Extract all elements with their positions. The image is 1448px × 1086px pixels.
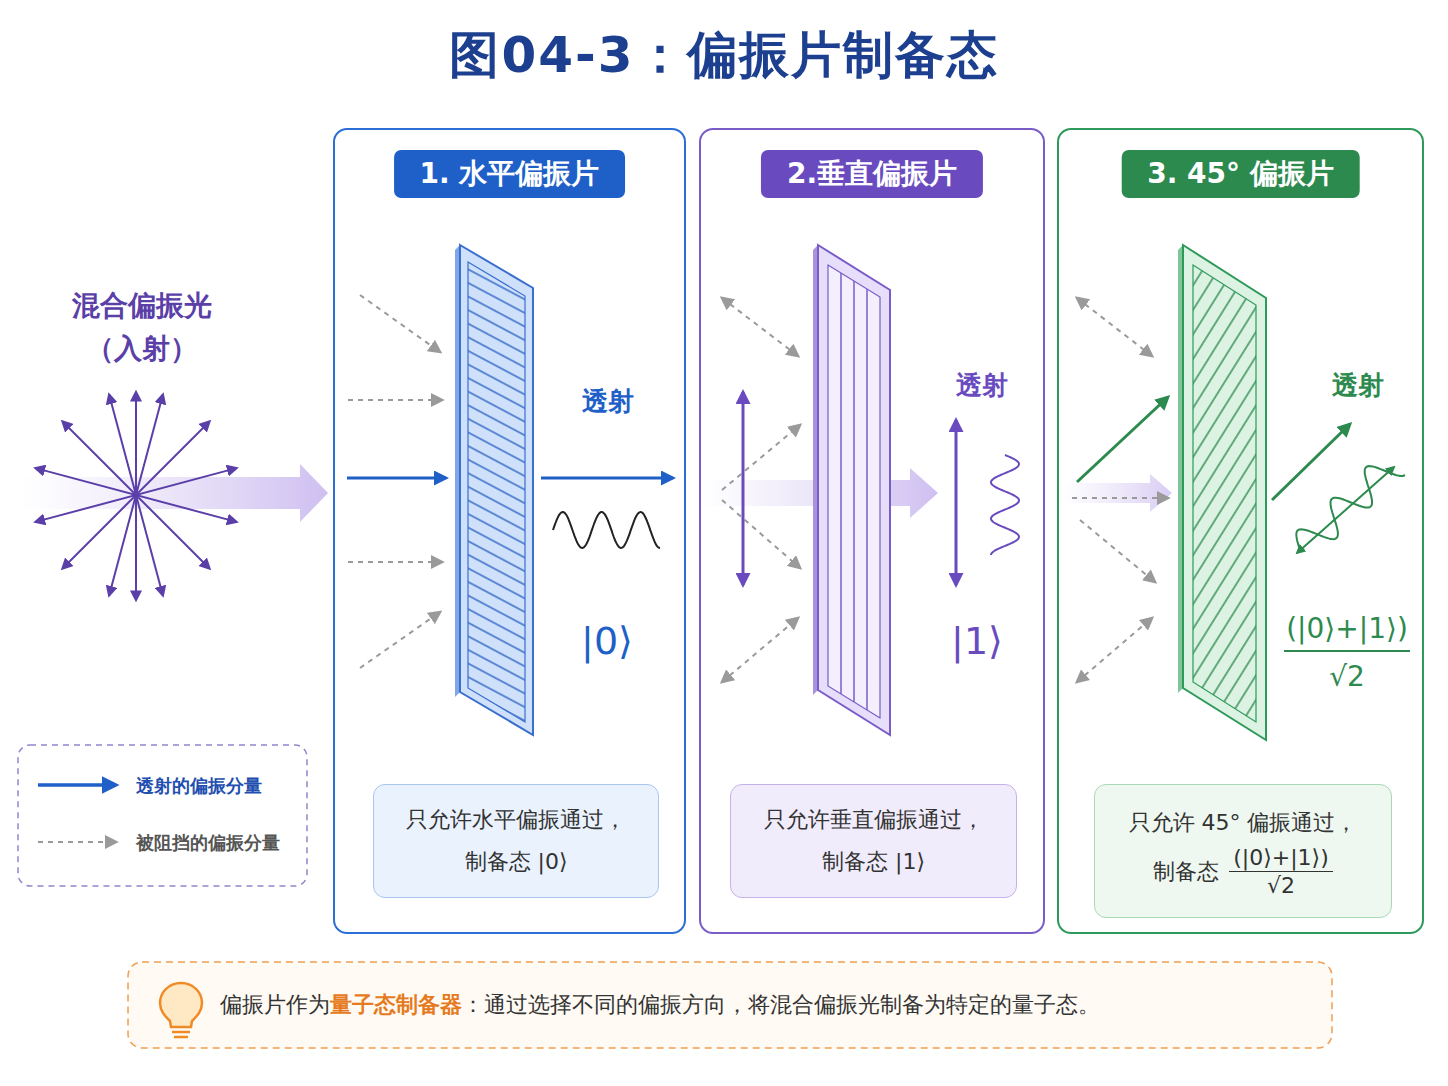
figure-label: |1⟩ bbox=[951, 619, 1003, 663]
state-fraction: (|0⟩+|1⟩)√2 bbox=[1229, 844, 1333, 900]
figure-label: 透射 bbox=[582, 384, 634, 419]
note-text: ：通过选择不同的偏振方向，将混合偏振光制备为特定的量子态。 bbox=[462, 990, 1100, 1020]
description-text: 制备态 bbox=[1153, 851, 1219, 893]
note-box: 偏振片作为量子态制备器：通过选择不同的偏振方向，将混合偏振光制备为特定的量子态。 bbox=[128, 962, 1332, 1048]
description-text: 只允许垂直偏振通过， bbox=[764, 799, 984, 841]
figure-label: 透射 bbox=[1332, 368, 1384, 403]
description-box: 只允许 45° 偏振通过，制备态(|0⟩+|1⟩)√2 bbox=[1094, 784, 1392, 918]
fraction-denominator: √2 bbox=[1267, 872, 1295, 900]
description-text: 制备态 |0⟩ bbox=[465, 841, 568, 883]
figure-label: (|0⟩+|1⟩) bbox=[1286, 612, 1408, 645]
description-text: 制备态 |1⟩ bbox=[822, 841, 925, 883]
figure-label: （入射） bbox=[86, 330, 198, 368]
fraction-numerator: (|0⟩+|1⟩) bbox=[1229, 844, 1333, 873]
diagram-title: 图04-3：偏振片制备态 bbox=[0, 22, 1448, 89]
polarization-arrow bbox=[135, 392, 137, 600]
panel-heading: 3. 45° 偏振片 bbox=[1121, 150, 1360, 198]
description-box: 只允许垂直偏振通过，制备态 |1⟩ bbox=[730, 784, 1017, 898]
description-box: 只允许水平偏振通过，制备态 |0⟩ bbox=[373, 784, 659, 898]
panel-heading: 2.垂直偏振片 bbox=[761, 150, 983, 198]
legend-text: 透射的偏振分量 bbox=[136, 774, 262, 798]
figure-label: √2 bbox=[1329, 660, 1365, 693]
figure-label: |0⟩ bbox=[581, 619, 633, 663]
polarizer-panel: 1. 水平偏振片只允许水平偏振通过，制备态 |0⟩ bbox=[333, 128, 686, 934]
figure-label: 混合偏振光 bbox=[72, 287, 212, 325]
legend-text: 被阻挡的偏振分量 bbox=[136, 831, 280, 855]
note-text: 量子态制备器 bbox=[330, 990, 462, 1020]
description-text: 只允许 45° 偏振通过， bbox=[1129, 802, 1358, 844]
description-text: 只允许水平偏振通过， bbox=[406, 799, 626, 841]
panel-heading: 1. 水平偏振片 bbox=[394, 150, 626, 198]
polarizer-panel: 2.垂直偏振片只允许垂直偏振通过，制备态 |1⟩ bbox=[699, 128, 1045, 934]
polarizer-panel: 3. 45° 偏振片只允许 45° 偏振通过，制备态(|0⟩+|1⟩)√2 bbox=[1057, 128, 1424, 934]
state-row: 制备态(|0⟩+|1⟩)√2 bbox=[1153, 844, 1333, 900]
note-text: 偏振片作为 bbox=[220, 990, 330, 1020]
figure-label: 透射 bbox=[956, 368, 1008, 403]
